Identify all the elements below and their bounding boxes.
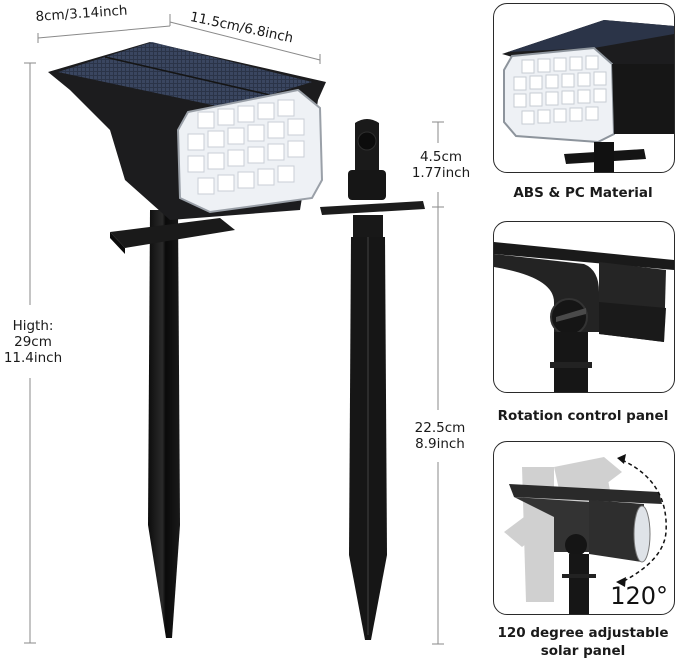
feature-caption-rotation: Rotation control panel [497,408,669,424]
bracket-height-label: 4.5cm 1.77inch [405,149,477,181]
height-title: Higth: [12,318,54,334]
feature-panel-rotation [493,221,675,393]
stake-inch: 8.9inch [415,436,465,452]
angle-label: 120° [610,582,668,610]
stake-cm: 22.5cm [414,420,466,436]
height-cm: 29cm [14,334,52,350]
feature-caption-adjustable-line1: 120 degree adjustable [497,625,669,641]
feature-panel-material [493,3,675,173]
material-closeup-image [502,20,674,172]
feature-caption-adjustable: 120 degree adjustable solar panel [488,624,678,660]
solar-light-assembled [48,42,326,638]
height-inch: 11.4inch [3,350,63,366]
stake-with-bracket [320,119,425,640]
bracket-inch: 1.77inch [411,165,471,181]
feature-caption-adjustable-line2: solar panel [540,643,626,659]
adjustable-panel-image [504,454,667,614]
dimension-lines [24,14,444,645]
height-label: Higth: 29cm 11.4inch [2,318,64,366]
rotation-closeup-image [494,242,674,392]
feature-panel-adjustable: 120° [493,441,675,615]
bracket-cm: 4.5cm [419,149,463,165]
stake-length-label: 22.5cm 8.9inch [404,420,476,452]
feature-caption-material: ABS & PC Material [513,185,653,201]
